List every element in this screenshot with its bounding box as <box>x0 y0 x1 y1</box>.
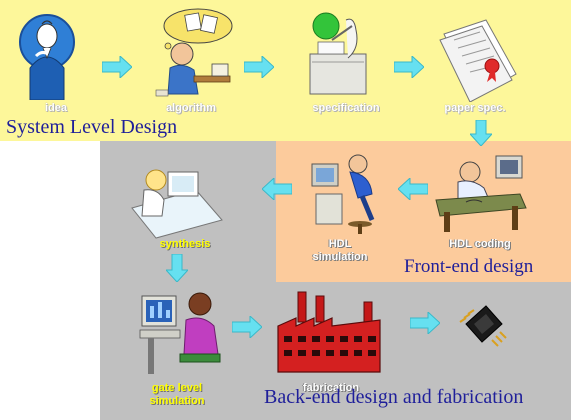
title-back-end-design: Back-end design and fabrication <box>264 386 524 408</box>
label-specification: specification <box>312 102 380 114</box>
factory-icon <box>277 291 381 373</box>
arrow-right-1 <box>102 56 132 78</box>
arrow-down-1 <box>470 120 492 146</box>
label-gate-level-simulation: gate level simulation <box>132 382 222 408</box>
arrow-left-1 <box>398 178 428 200</box>
writer-desk-icon <box>309 12 367 95</box>
title-system-level-design: System Level Design <box>6 116 178 138</box>
label-paper-spec: paper spec. <box>444 102 506 114</box>
brainstorming-man-icon <box>155 8 233 97</box>
label-hdl-simulation-line2: simulation <box>312 251 368 263</box>
label-idea: idea <box>44 102 67 114</box>
arrow-right-2 <box>244 56 274 78</box>
title-front-end-design: Front-end design <box>404 256 534 277</box>
sealed-document-icon <box>439 19 517 102</box>
label-gate-level-line1: gate level <box>151 382 203 394</box>
label-hdl-simulation-line1: HDL <box>328 238 352 250</box>
thinking-man-icon <box>19 14 75 100</box>
label-fabrication: fabrication <box>302 382 360 394</box>
arrow-down-2 <box>166 254 188 282</box>
label-gate-level-line2: simulation <box>149 395 205 407</box>
label-hdl-coding: HDL coding <box>449 238 511 250</box>
arrow-right-5 <box>410 312 440 334</box>
label-synthesis: synthesis <box>159 238 211 250</box>
arrow-left-2 <box>262 178 292 200</box>
programmer-desk-icon <box>435 155 527 232</box>
microchip-icon <box>459 305 507 347</box>
label-algorithm: algorithm <box>165 102 217 114</box>
computer-woman-icon <box>139 292 221 374</box>
arrow-right-4 <box>232 316 262 338</box>
label-hdl-simulation: HDL simulation <box>300 238 380 264</box>
arrow-right-3 <box>394 56 424 78</box>
debugging-man-icon <box>311 154 375 234</box>
synthesis-woman-icon <box>131 169 223 239</box>
